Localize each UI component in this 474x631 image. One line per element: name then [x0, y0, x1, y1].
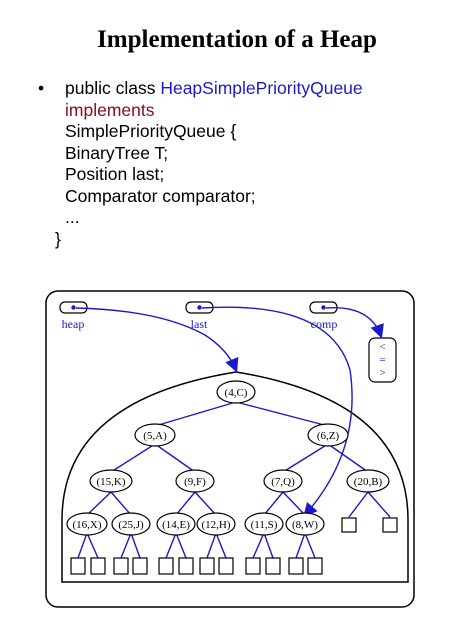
node-label: (16,X) — [72, 519, 101, 531]
bullet: • — [38, 78, 45, 98]
node-level2-4: (20,B) — [346, 469, 390, 493]
node-level3-3: (14,E) — [156, 512, 196, 536]
node-label: (7,Q) — [271, 476, 295, 488]
node-root: (4,C) — [216, 380, 256, 404]
empty-leaf — [265, 557, 281, 575]
node-label: (6,Z) — [317, 430, 340, 442]
node-level2-3: (7,Q) — [263, 469, 303, 493]
node-level3-1: (16,X) — [66, 512, 108, 536]
empty-leaf — [382, 517, 398, 533]
heap-arrow — [75, 307, 239, 373]
diagram-frame — [45, 290, 415, 608]
slide-title: Implementation of a Heap — [97, 26, 377, 53]
greater-symbol: > — [379, 367, 385, 379]
node-level1-right: (6,Z) — [307, 423, 349, 447]
empty-leaf — [113, 557, 129, 575]
class-name: HeapSimplePriorityQueue — [160, 78, 363, 98]
comp-arrow — [325, 307, 384, 339]
code-line-4: BinaryTree T; — [65, 142, 169, 163]
tree-edges — [77, 401, 391, 559]
last-label: last — [191, 317, 208, 331]
empty-leaf — [218, 557, 234, 575]
node-label: (8,W) — [292, 519, 318, 531]
empty-leaf — [132, 557, 148, 575]
code-line-6: Comparator comparator; — [65, 185, 256, 206]
node-label: (14,E) — [162, 519, 190, 531]
node-label: (5,A) — [143, 430, 167, 442]
node-level3-4: (12,H) — [196, 512, 236, 536]
empty-leaf — [70, 557, 86, 575]
heap-pointer — [59, 301, 88, 314]
last-pointer — [185, 301, 214, 314]
node-level1-left: (5,A) — [134, 423, 176, 447]
bottom-leaves — [70, 557, 323, 575]
last-arrow — [201, 306, 353, 518]
node-label: (11,S) — [251, 519, 278, 531]
code-line-3: SimplePriorityQueue { — [65, 121, 237, 141]
empty-leaf — [245, 557, 261, 575]
node-label: (9,F) — [184, 476, 206, 488]
code-line-7: ... — [65, 207, 80, 227]
empty-leaf — [288, 557, 304, 575]
node-label: (25,J) — [118, 519, 144, 531]
empty-leaf — [199, 557, 215, 575]
node-label: (12,H) — [201, 519, 230, 531]
node-level3-5: (11,S) — [244, 512, 284, 536]
empty-leaf — [178, 557, 194, 575]
comp-label: comp — [311, 317, 338, 331]
node-label: (15,K) — [96, 476, 125, 488]
node-label: (4,C) — [225, 387, 248, 399]
heap-label: heap — [62, 317, 85, 331]
empty-leaf — [90, 557, 106, 575]
less-symbol: < — [379, 341, 385, 353]
node-label: (20,B) — [354, 476, 383, 488]
code-line-8: } — [55, 228, 61, 249]
empty-leaf — [158, 557, 174, 575]
code-line-2: implements — [65, 99, 155, 120]
equal-symbol: = — [379, 354, 385, 366]
node-level3-2: (25,J) — [111, 512, 151, 536]
empty-leaf — [307, 557, 323, 575]
node-level2-2: (9,F) — [175, 469, 215, 493]
code-keyword-text: public class — [65, 78, 161, 98]
code-line-5: Position last; — [65, 164, 165, 184]
code-line-1: • public class HeapSimplePriorityQueue — [38, 78, 363, 100]
node-level2-1: (15,K) — [89, 469, 133, 493]
empty-leaf — [341, 517, 357, 533]
node-level3-6-last: (8,W) — [285, 512, 325, 536]
code-block: • public class HeapSimplePriorityQueue im… — [38, 78, 363, 250]
